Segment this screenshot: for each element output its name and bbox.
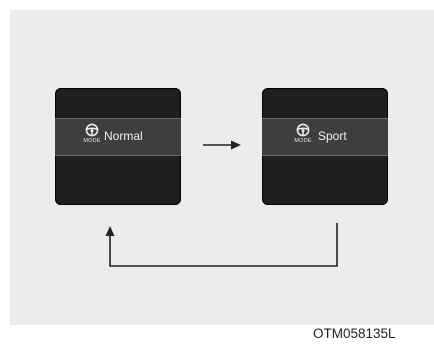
mode-name-normal: Normal (104, 129, 143, 143)
display-highlight-bar: MODE Sport (262, 118, 388, 156)
figure-code: OTM058135L (313, 326, 396, 341)
sport-mode-display: MODE Sport (262, 88, 388, 205)
steering-wheel-icon (85, 123, 99, 137)
normal-mode-display: MODE Normal (55, 88, 181, 205)
drive-mode-indicator: MODE (81, 123, 103, 144)
right-arrow-icon (203, 140, 241, 150)
loop-back-arrow-icon (105, 223, 338, 267)
mode-label: MODE (294, 138, 312, 144)
mode-name-sport: Sport (318, 129, 347, 143)
display-highlight-bar: MODE Normal (55, 118, 181, 156)
steering-wheel-icon (296, 123, 310, 137)
drive-mode-indicator: MODE (292, 123, 314, 144)
mode-label: MODE (83, 138, 101, 144)
